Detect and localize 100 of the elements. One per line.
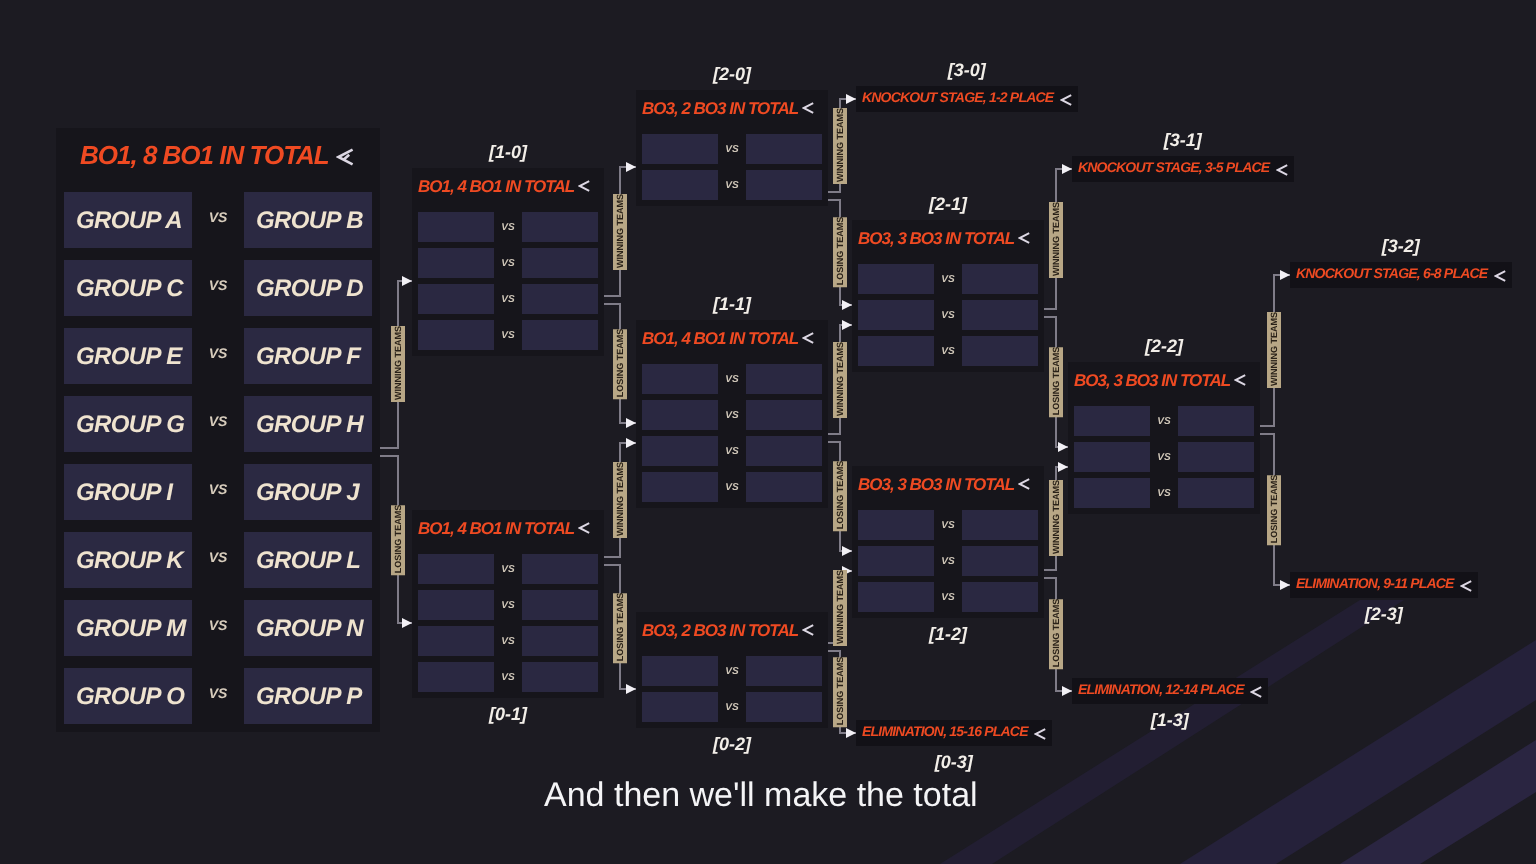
empty-slot	[962, 300, 1038, 330]
empty-slot	[522, 284, 598, 314]
round-heading: BO1, 8 BO1 IN TOTAL	[80, 138, 329, 174]
record-label: [3-0]	[947, 60, 986, 80]
empty-slot	[746, 692, 822, 722]
empty-slot	[522, 590, 598, 620]
empty-slot	[418, 320, 494, 350]
result-banner	[1072, 678, 1268, 704]
empty-slot	[858, 582, 934, 612]
empty-slot	[642, 436, 718, 466]
match-panel	[852, 220, 1044, 372]
empty-slot	[858, 546, 934, 576]
record-label: [2-0]	[712, 64, 751, 84]
record-label: [0-3]	[934, 752, 973, 772]
round-heading: BO1, 4 BO1 IN TOTAL	[418, 516, 575, 540]
empty-slot	[1178, 442, 1254, 472]
record-label: [1-1]	[712, 294, 751, 314]
empty-slot	[1178, 406, 1254, 436]
record-label: [1-0]	[488, 142, 527, 162]
team-slot: GROUP E	[64, 328, 192, 384]
result-banner	[856, 86, 1078, 112]
match-panel	[56, 128, 380, 732]
team-slot: GROUP D	[244, 260, 372, 316]
empty-slot	[962, 546, 1038, 576]
empty-slot	[522, 554, 598, 584]
empty-slot	[1074, 478, 1150, 508]
empty-slot	[1074, 406, 1150, 436]
match-panel	[412, 510, 604, 698]
match-panel	[636, 90, 828, 206]
team-slot: GROUP I	[64, 464, 192, 520]
empty-slot	[522, 212, 598, 242]
empty-slot	[858, 300, 934, 330]
empty-slot	[418, 554, 494, 584]
result-banner	[856, 720, 1052, 746]
empty-slot	[522, 662, 598, 692]
team-slot: GROUP J	[244, 464, 372, 520]
empty-slot	[746, 400, 822, 430]
empty-slot	[746, 134, 822, 164]
round-heading: BO1, 4 BO1 IN TOTAL	[642, 326, 799, 350]
empty-slot	[418, 212, 494, 242]
result-banner	[1290, 572, 1478, 598]
match-panel	[412, 168, 604, 356]
empty-slot	[858, 264, 934, 294]
empty-slot	[962, 582, 1038, 612]
empty-slot	[418, 662, 494, 692]
empty-slot	[418, 284, 494, 314]
empty-slot	[1178, 478, 1254, 508]
record-label: [2-3]	[1364, 604, 1403, 624]
record-label: [0-1]	[488, 704, 527, 724]
empty-slot	[642, 400, 718, 430]
team-slot: GROUP O	[64, 668, 192, 724]
empty-slot	[962, 264, 1038, 294]
team-slot: GROUP F	[244, 328, 372, 384]
empty-slot	[642, 364, 718, 394]
result-banner	[1290, 262, 1512, 288]
empty-slot	[522, 248, 598, 278]
round-heading: BO1, 4 BO1 IN TOTAL	[418, 174, 575, 198]
record-label: [3-2]	[1381, 236, 1420, 256]
result-banner	[1072, 156, 1294, 182]
record-label: [2-1]	[928, 194, 967, 214]
empty-slot	[642, 134, 718, 164]
empty-slot	[962, 510, 1038, 540]
team-slot: GROUP L	[244, 532, 372, 588]
empty-slot	[962, 336, 1038, 366]
round-heading: BO3, 2 BO3 IN TOTAL	[642, 96, 799, 120]
empty-slot	[746, 656, 822, 686]
empty-slot	[1074, 442, 1150, 472]
empty-slot	[858, 336, 934, 366]
empty-slot	[746, 170, 822, 200]
match-panel	[636, 320, 828, 508]
subtitle-caption: And then we'll make the total	[544, 776, 978, 816]
empty-slot	[746, 364, 822, 394]
empty-slot	[418, 248, 494, 278]
round-heading: BO3, 3 BO3 IN TOTAL	[858, 472, 1015, 496]
empty-slot	[746, 436, 822, 466]
team-slot: GROUP P	[244, 668, 372, 724]
team-slot: GROUP C	[64, 260, 192, 316]
record-label: [1-2]	[928, 624, 967, 644]
record-label: [0-2]	[712, 734, 751, 754]
empty-slot	[642, 656, 718, 686]
team-slot: GROUP M	[64, 600, 192, 656]
empty-slot	[522, 320, 598, 350]
round-heading: BO3, 3 BO3 IN TOTAL	[1074, 368, 1231, 392]
round-heading: BO3, 2 BO3 IN TOTAL	[642, 618, 799, 642]
round-heading: BO3, 3 BO3 IN TOTAL	[858, 226, 1015, 250]
empty-slot	[746, 472, 822, 502]
empty-slot	[642, 472, 718, 502]
match-panel	[852, 466, 1044, 618]
empty-slot	[522, 626, 598, 656]
record-label: [1-3]	[1150, 710, 1189, 730]
team-slot: GROUP G	[64, 396, 192, 452]
empty-slot	[642, 692, 718, 722]
record-label: [3-1]	[1163, 130, 1202, 150]
match-panel	[1068, 362, 1260, 514]
empty-slot	[858, 510, 934, 540]
match-panel	[636, 612, 828, 728]
team-slot: GROUP B	[244, 192, 372, 248]
empty-slot	[418, 590, 494, 620]
team-slot: GROUP H	[244, 396, 372, 452]
team-slot: GROUP A	[64, 192, 192, 248]
